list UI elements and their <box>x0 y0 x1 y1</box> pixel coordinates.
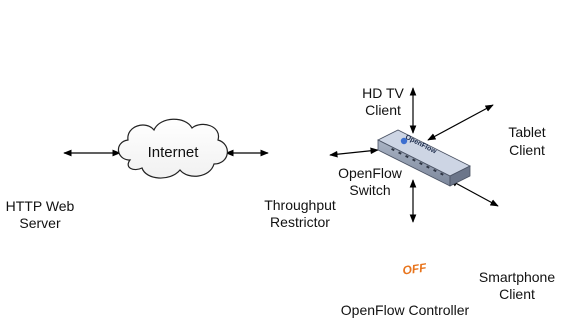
controller-label: OpenFlow Controller <box>341 302 470 318</box>
controller-logo: OFF <box>402 260 428 277</box>
tablet-label-line2: Client <box>509 142 545 158</box>
tablet-client: Tablet Client <box>485 19 546 158</box>
tablet-label-line1: Tablet <box>508 124 545 140</box>
restrictor-label-line2: Restrictor <box>270 214 330 230</box>
throughput-restrictor: Throughput Restrictor <box>261 115 336 230</box>
smartphone-label-line2: Client <box>499 286 535 302</box>
smartphone-client: Smartphone Client <box>479 185 555 302</box>
edge-restrictor-switch <box>329 147 379 158</box>
hdtv-label-line2: Client <box>365 102 401 118</box>
switch-label-line2: Switch <box>349 182 390 198</box>
restrictor-label-line1: Throughput <box>264 197 336 213</box>
http-server-label-line2: Server <box>19 215 61 231</box>
edge-switch-tablet <box>427 104 494 141</box>
hdtv-client: HD TV Client <box>362 0 405 118</box>
connections <box>63 87 499 223</box>
http-web-server: HTTP Web Server <box>0 117 75 231</box>
internet-cloud: Internet <box>117 118 228 179</box>
hdtv-label-line1: HD TV <box>362 85 404 101</box>
http-server-label-line1: HTTP Web <box>6 198 75 214</box>
cloud-icon <box>117 118 228 179</box>
openflow-switch: OpenFlow OpenFlow Switch <box>338 129 471 198</box>
edge-switch-smartphone <box>449 179 499 207</box>
switch-label-line1: OpenFlow <box>338 165 403 181</box>
smartphone-label-line1: Smartphone <box>479 269 555 285</box>
internet-label: Internet <box>148 144 200 161</box>
openflow-controller: OFF OpenFlow Controller <box>341 221 470 318</box>
